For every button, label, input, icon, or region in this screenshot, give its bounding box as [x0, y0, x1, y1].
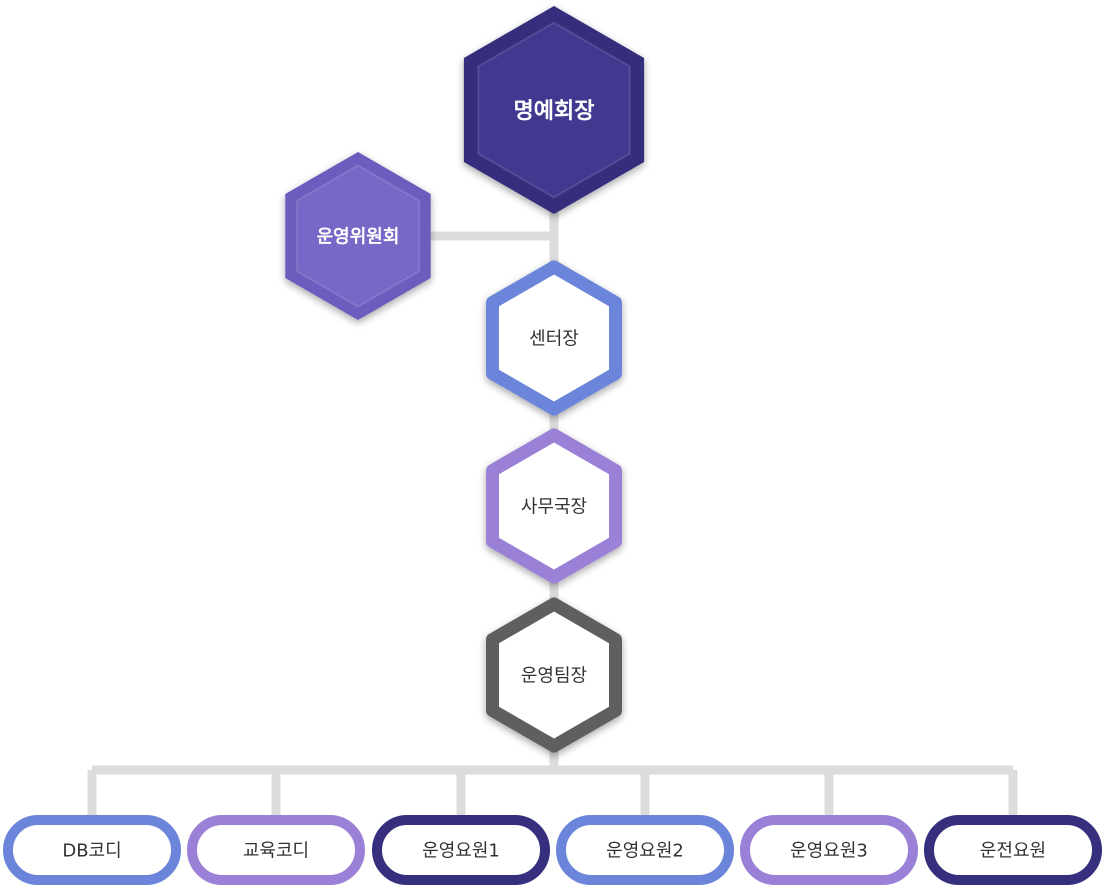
node-label: 사무국장 [521, 496, 587, 517]
hexagon-inner-shape [296, 165, 420, 307]
staff-ops-staff-1: 운영요원1 [372, 815, 550, 885]
node-ops-team-lead: 운영팀장 [486, 597, 622, 753]
staff-label: 교육코디 [243, 840, 309, 861]
pill-shape [372, 815, 550, 885]
hexagon-highlight [295, 164, 421, 308]
staff-label: 운영요원3 [790, 840, 868, 861]
staff-edu-coordinator: 교육코디 [187, 815, 365, 885]
hexagon-shape [486, 428, 622, 584]
staff-ops-staff-3: 운영요원3 [740, 815, 918, 885]
pill-shape [556, 815, 734, 885]
node-steering-committee: 운영위원회 [285, 152, 431, 320]
staff-label: 운전요원 [980, 840, 1046, 861]
hexagon-highlight [477, 21, 631, 199]
hexagon-shape [486, 260, 622, 416]
staff-row: DB코디 교육코디 운영요원1 운영요원2 운영요원3 운전요원 [3, 815, 1102, 885]
node-label: 센터장 [529, 328, 579, 349]
node-label: 운영위원회 [317, 226, 400, 247]
hexagon-inner-shape [478, 22, 630, 198]
node-label: 운영팀장 [521, 665, 587, 686]
node-label: 명예회장 [514, 99, 595, 124]
staff-label: 운영요원1 [422, 840, 500, 861]
pill-shape [3, 815, 181, 885]
pill-shape [924, 815, 1102, 885]
node-honorary-chair: 명예회장 [463, 6, 645, 214]
staff-label: DB코디 [62, 840, 121, 861]
staff-label: 운영요원2 [606, 840, 684, 861]
staff-db-coordinator: DB코디 [3, 815, 181, 885]
node-secretary-general: 사무국장 [486, 428, 622, 584]
staff-driver: 운전요원 [924, 815, 1102, 885]
hexagon-shape [486, 597, 622, 753]
node-center-head: 센터장 [486, 260, 622, 416]
pill-shape [740, 815, 918, 885]
staff-ops-staff-2: 운영요원2 [556, 815, 734, 885]
pill-shape [187, 815, 365, 885]
